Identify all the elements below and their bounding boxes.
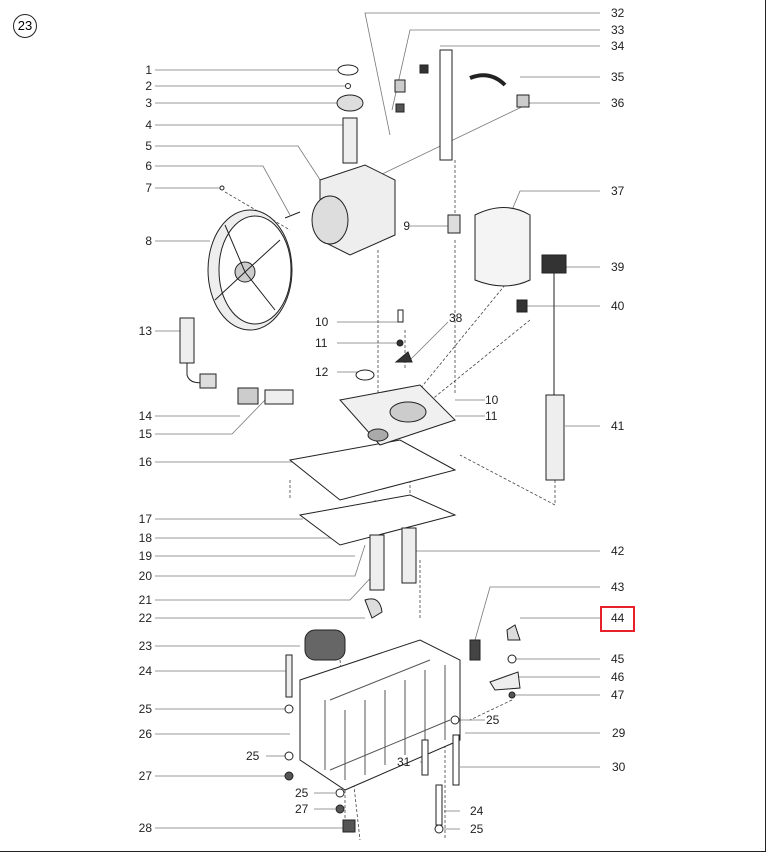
callout-25c: 25 xyxy=(246,749,260,763)
callout-12: 12 xyxy=(315,365,329,379)
callout-24: 24 xyxy=(138,664,152,678)
callout-39: 39 xyxy=(611,260,625,274)
callout-34: 34 xyxy=(611,39,625,53)
leader-lines xyxy=(155,12,600,830)
callout-14: 14 xyxy=(138,409,152,423)
callout-17: 17 xyxy=(138,512,152,526)
callout-42: 42 xyxy=(611,544,625,558)
callout-33: 33 xyxy=(611,23,625,37)
callout-38: 38 xyxy=(449,311,463,325)
callout-27b: 27 xyxy=(295,802,309,816)
highlight-box-callout-44 xyxy=(600,606,635,632)
callout-5: 5 xyxy=(145,139,152,153)
callout-25b: 25 xyxy=(486,713,500,727)
callout-35: 35 xyxy=(611,70,625,84)
callout-43: 43 xyxy=(611,580,625,594)
callout-24b: 24 xyxy=(470,804,484,818)
callout-7: 7 xyxy=(145,181,152,195)
callout-1: 1 xyxy=(145,63,152,77)
callout-31: 31 xyxy=(397,755,411,769)
callout-22: 22 xyxy=(138,611,152,625)
callout-25: 25 xyxy=(138,702,152,716)
callout-10: 10 xyxy=(315,315,329,329)
callout-32: 32 xyxy=(611,6,625,20)
callout-21: 21 xyxy=(138,593,152,607)
callout-11: 11 xyxy=(315,336,328,350)
callout-40: 40 xyxy=(611,299,625,313)
callout-25e: 25 xyxy=(295,786,309,800)
callout-8: 8 xyxy=(145,234,152,248)
callout-44: 44 xyxy=(611,611,625,625)
callout-25d: 25 xyxy=(470,822,484,836)
callout-41: 41 xyxy=(611,419,625,433)
callout-10b: 10 xyxy=(485,393,499,407)
callout-20: 20 xyxy=(138,569,152,583)
callout-11b: 11 xyxy=(485,409,498,423)
callout-45: 45 xyxy=(611,652,625,666)
callout-6: 6 xyxy=(145,159,152,173)
callout-19: 19 xyxy=(138,549,152,563)
callout-26: 26 xyxy=(138,727,152,741)
callout-37: 37 xyxy=(611,184,625,198)
callout-3: 3 xyxy=(145,96,152,110)
figure-number-badge: 23 xyxy=(13,14,37,38)
callout-13: 13 xyxy=(138,324,152,338)
callout-46: 46 xyxy=(611,670,625,684)
callout-4: 4 xyxy=(145,118,152,132)
callout-23: 23 xyxy=(138,639,152,653)
callout-15: 15 xyxy=(138,427,152,441)
callout-27: 27 xyxy=(138,769,152,783)
callout-30: 30 xyxy=(612,760,626,774)
callout-47: 47 xyxy=(611,688,625,702)
callout-18: 18 xyxy=(138,531,152,545)
callout-36: 36 xyxy=(611,96,625,110)
parts xyxy=(179,49,567,834)
callout-2: 2 xyxy=(145,79,152,93)
callout-28: 28 xyxy=(138,821,152,835)
callout-9: 9 xyxy=(403,219,410,233)
callout-16: 16 xyxy=(138,455,152,469)
callout-29: 29 xyxy=(612,726,626,740)
